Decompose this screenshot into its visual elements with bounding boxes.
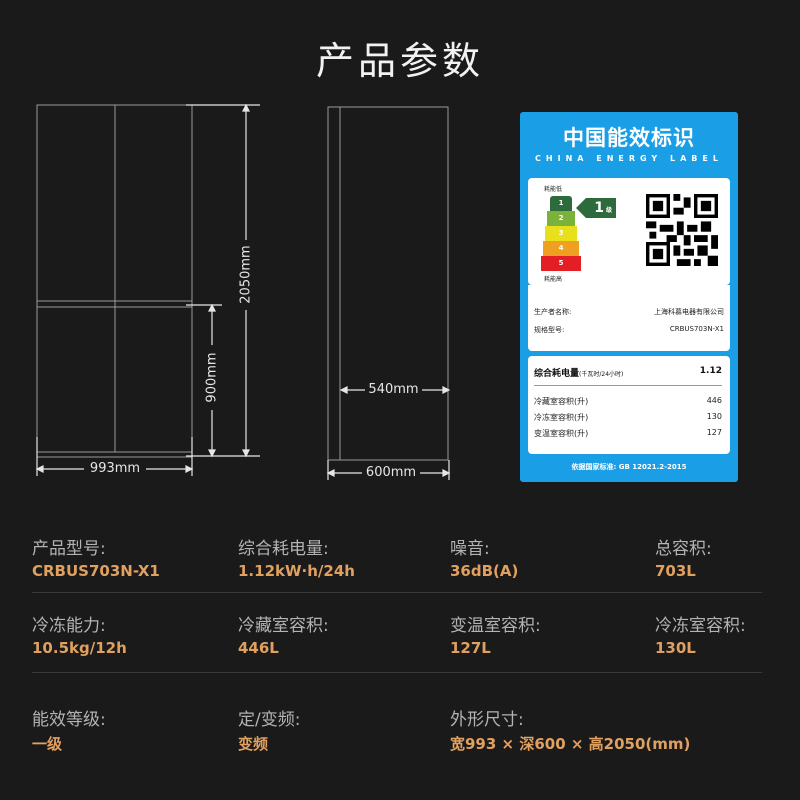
dimension-width-label: 993mm — [89, 461, 141, 476]
china-energy-label: 中国能效标识 CHINA ENERGY LABEL 耗能低 1 2 3 4 5 … — [520, 112, 738, 482]
dimension-lower-height-label: 900mm — [204, 352, 220, 403]
energy-label-subtitle: CHINA ENERGY LABEL — [535, 154, 723, 163]
spec-value: 703L — [655, 562, 696, 580]
volume-row-label: 冷冻室容积(升) — [534, 413, 589, 422]
spec-value: 10.5kg/12h — [32, 639, 127, 657]
spec-label: 综合耗电量: — [238, 539, 329, 559]
grade-bar-4: 4 — [543, 241, 579, 256]
spec-value: 130L — [655, 639, 696, 657]
consumption-value: 1.12 — [699, 366, 722, 376]
spec-value: 36dB(A) — [450, 562, 519, 580]
spec-value: 1.12kW·h/24h — [238, 562, 355, 580]
spec-label: 冷冻能力: — [32, 616, 106, 636]
spec-label: 冷冻室容积: — [655, 616, 746, 636]
dimension-depth-label: 600mm — [365, 465, 417, 480]
consumption-unit: (千瓦时/24小时) — [579, 371, 624, 378]
consumption-panel: 综合耗电量(千瓦时/24小时) 1.12 冷藏室容积(升) 446 冷冻室容积(升)… — [528, 356, 730, 454]
low-consumption-label: 耗能低 — [544, 186, 563, 193]
model-value: CRBUS703N-X1 — [669, 325, 724, 333]
consumption-label: 综合耗电量 — [534, 369, 580, 379]
grade-bar-1: 1 — [550, 196, 572, 211]
spec-label: 噪音: — [450, 539, 490, 559]
manufacturer-value: 上海科慕电器有限公司 — [654, 308, 724, 316]
spec-label: 外形尺寸: — [450, 710, 524, 730]
spec-label: 定/变频: — [238, 710, 301, 730]
spec-value: CRBUS703N-X1 — [32, 562, 160, 580]
spec-value: 变频 — [238, 735, 269, 753]
spec-value: 宽993 × 深600 × 高2050(mm) — [450, 735, 691, 753]
volume-row-value: 127 — [706, 428, 722, 437]
dimension-inner-depth-label: 540mm — [368, 382, 419, 397]
qr-code-icon — [646, 194, 718, 266]
grade-bar-5: 5 — [541, 256, 581, 271]
divider — [32, 592, 762, 593]
spec-value: 127L — [450, 639, 491, 657]
high-consumption-label: 耗能高 — [544, 276, 563, 283]
grade-bar-2: 2 — [547, 211, 575, 226]
spec-label: 产品型号: — [32, 539, 106, 559]
volume-row-value: 130 — [706, 412, 722, 421]
spec-value: 446L — [238, 639, 279, 657]
energy-label-title: 中国能效标识 — [563, 126, 695, 150]
spec-label: 变温室容积: — [450, 616, 541, 636]
energy-label-footer: 依据国家标准: GB 12021.2-2015 — [571, 463, 687, 471]
page-title: 产品参数 — [315, 39, 484, 83]
volume-row-label: 冷藏室容积(升) — [534, 397, 589, 406]
fridge-dimension-diagram — [35, 103, 451, 480]
spec-label: 能效等级: — [32, 710, 106, 730]
manufacturer-label: 生产者名称: — [534, 308, 572, 316]
spec-label: 总容积: — [655, 539, 712, 559]
volume-row-label: 变温室容积(升) — [534, 429, 589, 438]
rating-suffix: 级 — [605, 207, 612, 214]
manufacturer-info: 生产者名称: 上海科慕电器有限公司 规格型号: CRBUS703N-X1 — [528, 285, 730, 351]
model-label: 规格型号: — [534, 326, 565, 334]
spec-label: 冷藏室容积: — [238, 616, 329, 636]
grade-bar-3: 3 — [545, 226, 577, 241]
dimension-height-label: 2050mm — [238, 245, 254, 304]
spec-value: 一级 — [32, 735, 63, 753]
volume-row-value: 446 — [706, 396, 722, 405]
divider — [32, 672, 762, 673]
rating-number: 1 — [594, 200, 604, 216]
divider — [534, 385, 722, 386]
